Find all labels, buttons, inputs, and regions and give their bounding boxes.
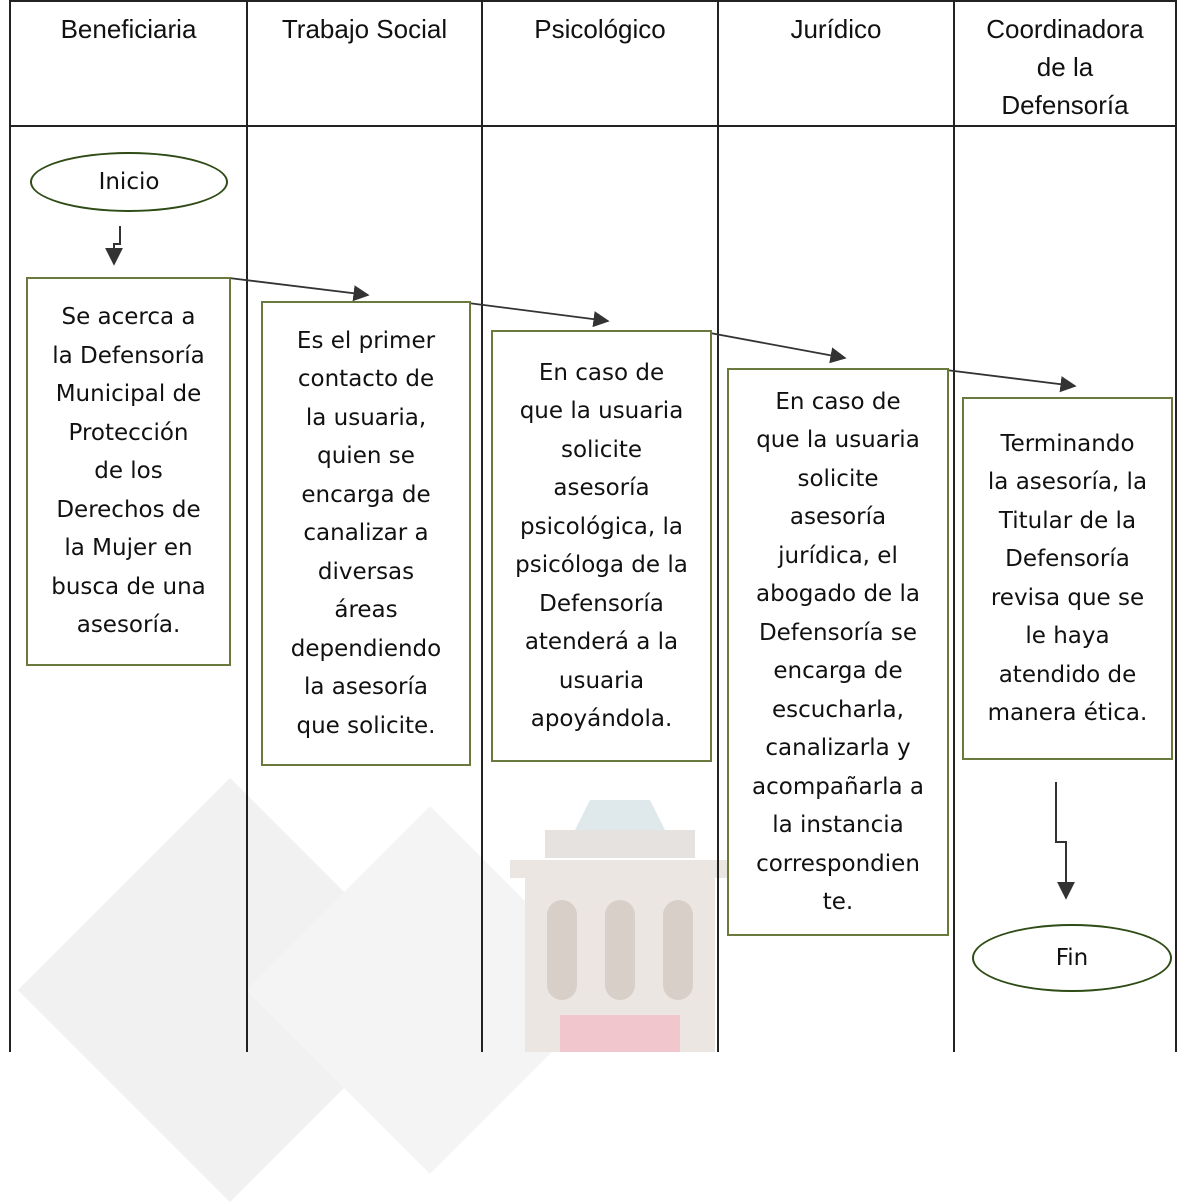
process-text: En caso de que la usuaria solicite aseso… xyxy=(752,388,924,916)
process-box-juridico: En caso de que la usuaria solicite aseso… xyxy=(727,368,949,936)
process-text: En caso de que la usuaria solicite aseso… xyxy=(515,359,688,733)
lane-divider xyxy=(246,0,248,1052)
process-text: Se acerca a la Defensoría Municipal de P… xyxy=(51,304,206,639)
edge-inicio-paso1 xyxy=(105,226,123,266)
flow-connectors xyxy=(105,226,1077,900)
edge-paso3-paso4 xyxy=(709,332,847,364)
lane-frame xyxy=(9,0,1177,1052)
edge-paso4-paso5 xyxy=(945,369,1077,393)
watermark-tower-icon xyxy=(510,800,730,1052)
lane-divider xyxy=(481,0,483,1052)
lane-header-beneficiaria: Beneficiaria xyxy=(60,14,197,44)
swimlane-diagram: Beneficiaria Trabajo Social Psicológico … xyxy=(9,0,1177,1202)
lane-header-juridico: Jurídico xyxy=(790,14,882,44)
top-border xyxy=(9,0,1177,2)
lane-divider xyxy=(953,0,955,1052)
lane-divider xyxy=(717,0,719,1052)
edge-paso1-paso2 xyxy=(228,277,370,302)
process-box-psicologico: En caso de que la usuaria solicite aseso… xyxy=(491,330,712,762)
lane-header-coordinadora: Coordinadora de la Defensoría xyxy=(986,14,1144,120)
process-text: Es el primer contacto de la usuaria, qui… xyxy=(290,327,442,739)
edge-paso2-paso3 xyxy=(467,302,610,328)
fin-label: Fin xyxy=(1055,945,1089,971)
fin-terminal: Fin xyxy=(972,924,1172,992)
inicio-label: Inicio xyxy=(98,169,160,195)
inicio-terminal: Inicio xyxy=(30,152,228,212)
process-box-beneficiaria: Se acerca a la Defensoría Municipal de P… xyxy=(26,277,231,666)
process-text: Terminando la asesoría, la Titular de la… xyxy=(987,430,1148,727)
lane-header-trabajo-social: Trabajo Social xyxy=(281,14,448,44)
process-box-coordinadora: Terminando la asesoría, la Titular de la… xyxy=(962,397,1173,760)
lane-header-psicologico: Psicológico xyxy=(534,14,666,44)
header-divider xyxy=(9,125,1177,127)
process-box-trabajo-social: Es el primer contacto de la usuaria, qui… xyxy=(261,301,471,766)
edge-paso5-fin xyxy=(1055,782,1075,900)
